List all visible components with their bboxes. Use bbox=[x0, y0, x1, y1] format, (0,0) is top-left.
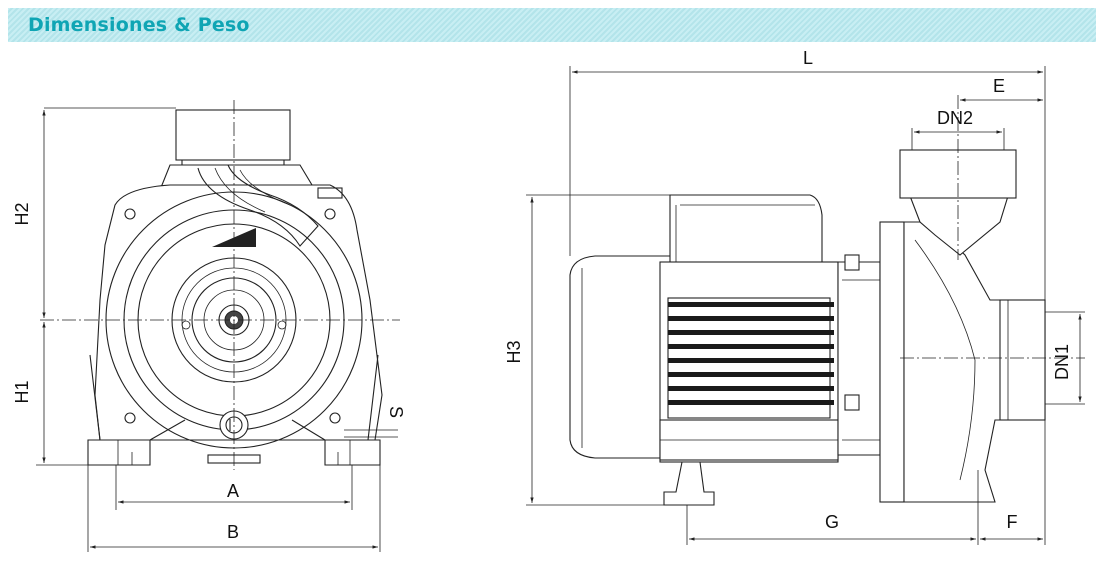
front-outlet-pipe bbox=[175, 109, 291, 161]
label-dn1: DN1 bbox=[1052, 344, 1072, 380]
side-view-dimensions bbox=[526, 66, 1085, 545]
front-view-dimensions bbox=[36, 107, 398, 552]
motor-rear-cap bbox=[569, 255, 673, 459]
label-e: E bbox=[993, 76, 1005, 96]
label-s: S bbox=[386, 406, 406, 418]
pump-flange bbox=[879, 221, 905, 503]
label-l: L bbox=[803, 48, 813, 68]
label-b: B bbox=[227, 522, 239, 542]
front-view bbox=[40, 100, 400, 470]
label-h2: H2 bbox=[12, 202, 32, 225]
dimension-labels: H2 H1 A B S L E DN2 H3 DN1 G F bbox=[12, 48, 1072, 542]
label-dn2: DN2 bbox=[937, 108, 973, 128]
section-title: Dimensiones & Peso bbox=[28, 14, 250, 36]
label-a: A bbox=[227, 481, 239, 501]
motor-foot bbox=[663, 461, 715, 506]
label-f: F bbox=[1007, 512, 1018, 532]
terminal-box bbox=[669, 194, 823, 263]
pump-inlet-pipe bbox=[999, 299, 1046, 421]
side-view bbox=[569, 95, 1085, 506]
label-g: G bbox=[825, 512, 839, 532]
label-h1: H1 bbox=[12, 380, 32, 403]
label-h3: H3 bbox=[504, 340, 524, 363]
front-foot-right bbox=[324, 439, 381, 466]
section-banner: Dimensiones & Peso bbox=[8, 8, 1096, 42]
front-foot-left bbox=[87, 439, 151, 466]
